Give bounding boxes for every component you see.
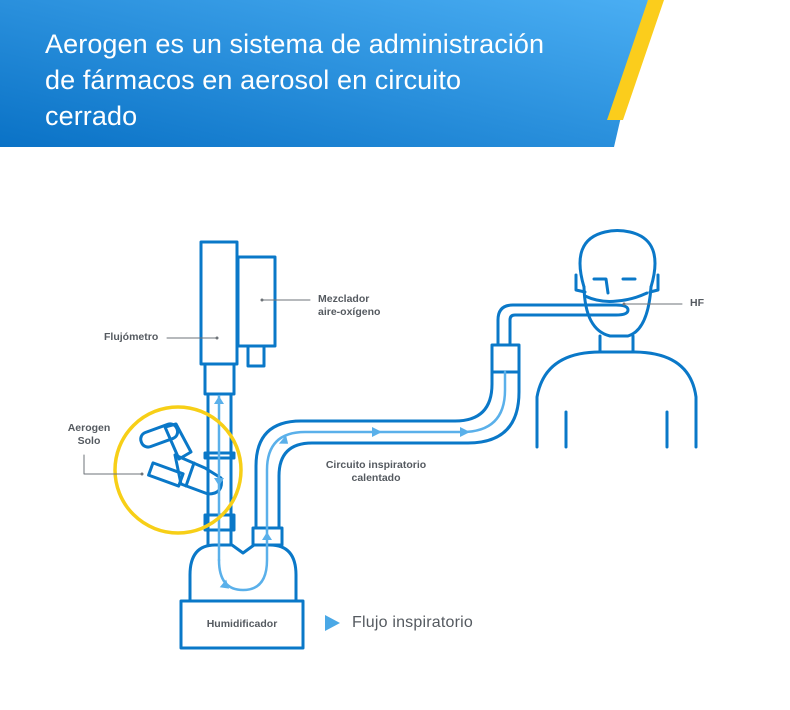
heated-circuit (254, 370, 494, 530)
label-text: calentado (351, 472, 401, 484)
flow-arrow-icons (214, 396, 470, 589)
humidifier-label: Humidificador (181, 618, 303, 631)
legend-label: Flujo inspiratorio (352, 614, 473, 631)
title-line: Aerogen es un sistema de administración (45, 29, 545, 59)
aerogen-solo-label: Aerogen Solo (64, 422, 114, 448)
humidifier-chamber (188, 543, 298, 603)
flowmeter-icon (199, 240, 239, 366)
label-text: Solo (77, 435, 101, 447)
cannula-tube (496, 303, 630, 347)
flowmeter-label: Flujómetro (104, 331, 158, 344)
label-text: HF (690, 297, 704, 309)
page-title: Aerogen es un sistema de administración … (45, 26, 615, 134)
blender-label: Mezclador aire-oxígeno (318, 293, 380, 319)
leader-lines (83, 299, 683, 475)
patient-icon (535, 229, 698, 449)
header-banner: Aerogen es un sistema de administración … (0, 0, 790, 150)
label-text: Aerogen (67, 422, 111, 434)
highlight-circle (113, 405, 243, 535)
legend: Flujo inspiratorio (325, 614, 473, 632)
label-text: Humidificador (206, 618, 278, 630)
label-text: Circuito inspiratorio (325, 459, 427, 471)
hf-label: HF (690, 297, 704, 310)
banner-background (0, 0, 664, 147)
circuit-diagram (83, 229, 698, 650)
humidifier-box (179, 599, 305, 650)
title-line: cerrado (45, 101, 138, 131)
label-text: Mezclador (318, 293, 370, 305)
label-text: aire-oxígeno (318, 306, 381, 318)
label-text: Flujómetro (104, 331, 159, 343)
triangle-right-icon (325, 615, 340, 631)
circuit-label: Circuito inspiratorio calentado (316, 459, 436, 485)
blender-icon (236, 255, 277, 348)
title-line: de fármacos en aerosol en circuito (45, 65, 462, 95)
accent-stripe (607, 0, 664, 120)
